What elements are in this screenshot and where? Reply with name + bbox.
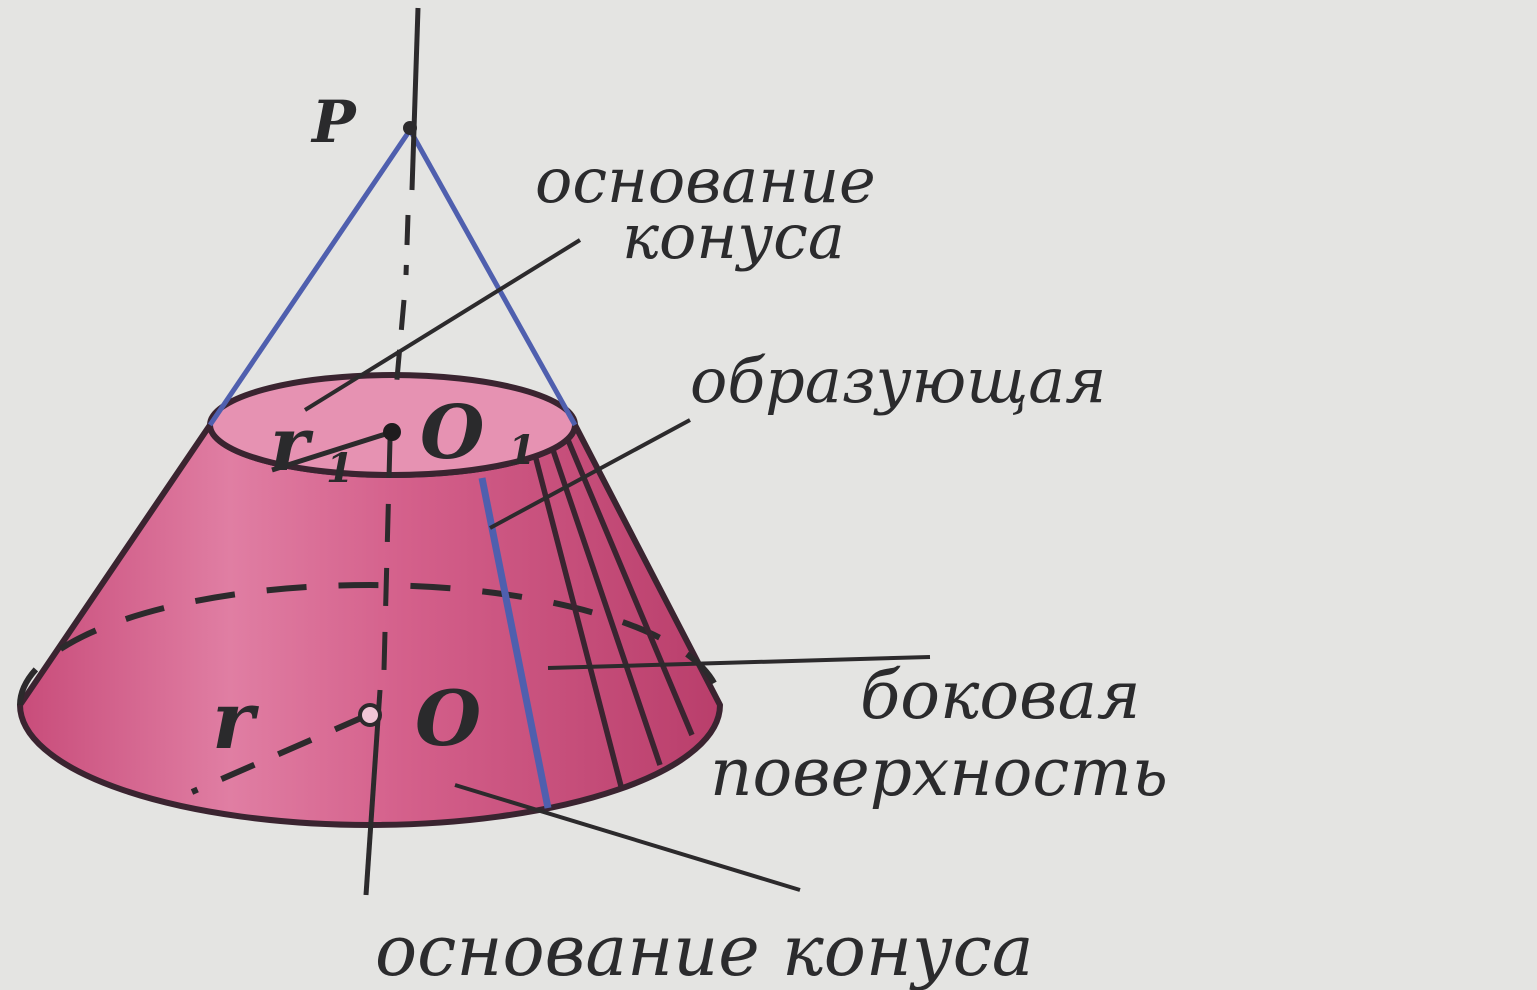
label-top-radius-subscript: 1 <box>326 445 354 492</box>
bottom-base-hidden-edge <box>17 582 723 706</box>
label-bottom-base: основание конуса <box>375 910 1034 990</box>
label-top-base-line1: основание <box>535 144 876 217</box>
bottom-center-point <box>358 703 382 727</box>
label-apex-P: P <box>310 88 357 156</box>
leader-generatrix <box>489 418 691 530</box>
generatrix-line <box>478 477 552 809</box>
label-bottom-center-O: O <box>415 674 481 763</box>
leader-lateral-surface <box>547 655 931 670</box>
apex-line-left <box>207 128 413 427</box>
label-bottom-radius-r: r <box>212 673 259 767</box>
label-lateral-line2: поверхность <box>710 734 1168 811</box>
label-lateral-line1: боковая <box>860 657 1141 734</box>
apex-line-right <box>407 128 578 427</box>
leader-top-base <box>303 238 582 412</box>
top-radius-line <box>271 429 393 473</box>
label-generatrix: образующая <box>690 344 1106 417</box>
top-center-point <box>383 423 401 441</box>
label-top-center-O1: O <box>420 390 484 476</box>
lateral-hatching <box>532 438 695 791</box>
leader-lines <box>303 238 931 892</box>
bottom-radius-line <box>190 712 370 795</box>
label-top-base-line2: конуса <box>622 200 845 273</box>
label-top-radius-r1: r <box>270 402 314 488</box>
leader-bottom-base <box>454 783 801 892</box>
label-top-center-subscript: 1 <box>508 427 536 474</box>
apex-point <box>403 121 417 135</box>
